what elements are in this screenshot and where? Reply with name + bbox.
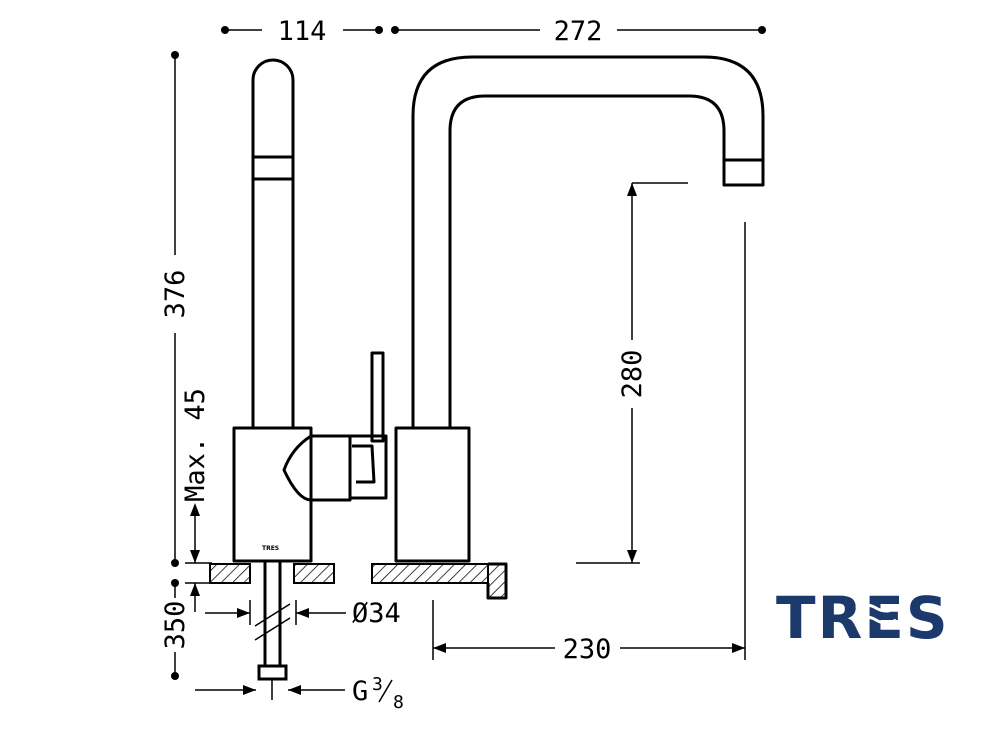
counter-left-hatch xyxy=(209,563,251,584)
supply-hose xyxy=(254,561,291,700)
dim-diameter: Ø34 xyxy=(352,598,401,629)
lever-connector xyxy=(350,434,388,500)
lever-pivot xyxy=(282,434,352,502)
brand-wave-1 xyxy=(855,603,897,613)
cartridge-block xyxy=(232,426,313,563)
lever-handle xyxy=(251,58,295,428)
counter-right-hatch xyxy=(371,563,489,584)
dim-376: 376 xyxy=(160,270,191,319)
product-mark-text: TRES xyxy=(262,545,279,552)
lever-band xyxy=(251,155,295,181)
dimension-arrows xyxy=(190,183,745,695)
dim-thread-den: 8 xyxy=(393,692,404,713)
dim-350: 350 xyxy=(160,601,191,650)
counter-mid-hatch xyxy=(293,563,335,584)
dim-thread-num: 3 xyxy=(372,674,383,695)
brand-logo: TRES xyxy=(776,584,948,652)
spout xyxy=(411,55,765,428)
lever-connector-inner xyxy=(352,444,376,484)
dimension-labels: 114 272 376 Max. 45 350 280 Ø34 230 G 3 … xyxy=(160,16,648,713)
dim-272: 272 xyxy=(554,16,603,47)
brand-wave-2 xyxy=(855,615,897,625)
dimension-lines xyxy=(174,29,762,691)
spout-base xyxy=(394,426,471,563)
control-stem xyxy=(370,351,385,443)
dim-230: 230 xyxy=(563,634,612,665)
dimension-dots xyxy=(171,26,766,680)
dim-114: 114 xyxy=(278,16,327,47)
dim-thread: G xyxy=(352,676,368,707)
dim-280: 280 xyxy=(617,350,648,399)
hose-fitting xyxy=(257,664,288,681)
faucet-body: TRES xyxy=(232,55,765,563)
counter-edge-hatch xyxy=(487,563,507,599)
countertop xyxy=(209,562,508,600)
dim-max45: Max. 45 xyxy=(180,388,211,502)
